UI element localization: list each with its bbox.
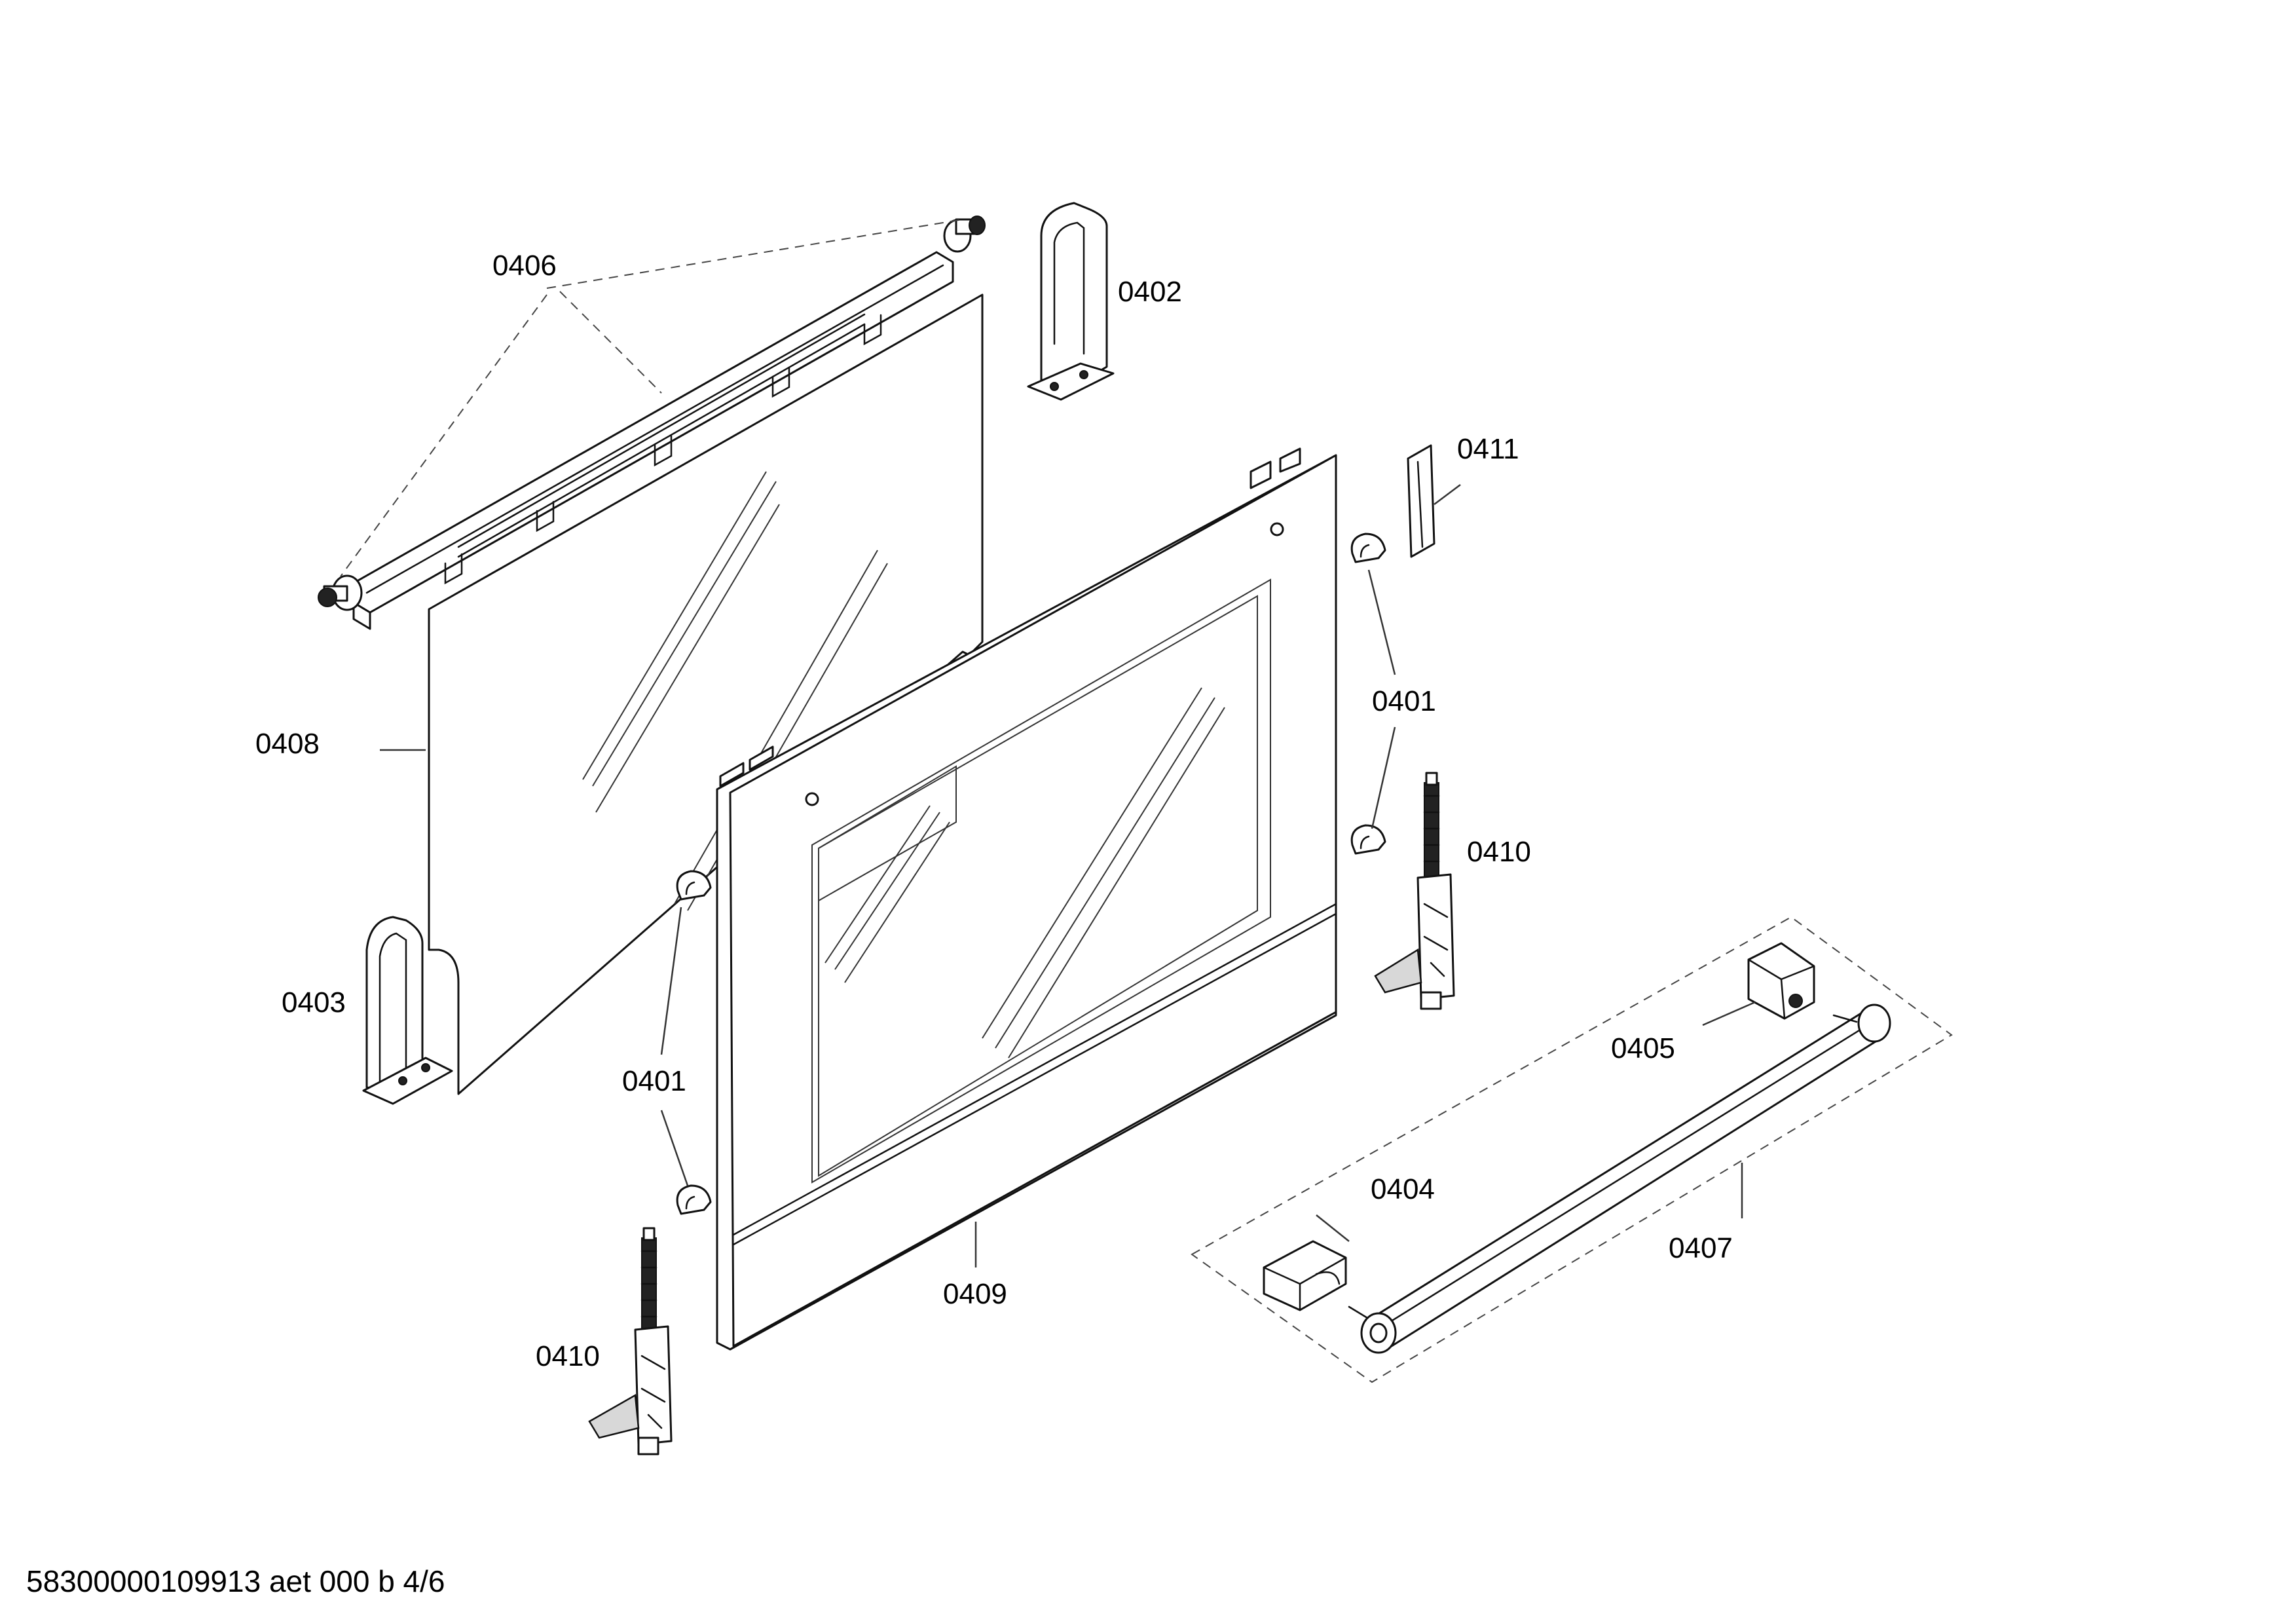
part-0401-buffer-mid-right[interactable]	[1350, 824, 1386, 855]
part-0409-door-front[interactable]	[716, 447, 1337, 1351]
callout-0406: 0406	[492, 250, 557, 282]
handle-assembly-enclosure	[1191, 916, 1953, 1383]
callout-0405: 0405	[1611, 1032, 1675, 1064]
part-0401-buffer-mid-left[interactable]	[676, 870, 712, 901]
callout-0410-left: 0410	[536, 1340, 600, 1372]
part-0401-buffer-top-right[interactable]	[1350, 533, 1386, 563]
part-0405-handle-cap-right[interactable]	[1747, 942, 1815, 1020]
part-0406-top-rail[interactable]	[318, 216, 986, 630]
document-id: 58300000109913 aet 000 b 4/6	[26, 1564, 445, 1598]
callout-0411: 0411	[1457, 433, 1519, 465]
callout-0408: 0408	[255, 728, 320, 760]
callout-0410-right: 0410	[1467, 836, 1531, 868]
part-0404-handle-cap-left[interactable]	[1263, 1240, 1347, 1311]
part-0410-hinge-right[interactable]	[1374, 772, 1455, 1010]
rail-end-cap-left	[318, 574, 363, 611]
part-0407-handle-bar[interactable]	[1348, 1004, 1891, 1354]
callout-0401-left: 0401	[622, 1065, 686, 1097]
callout-lines-0406	[340, 219, 963, 577]
part-0410-hinge-left[interactable]	[588, 1227, 673, 1455]
callout-0407: 0407	[1669, 1232, 1733, 1264]
callout-0401-right: 0401	[1372, 685, 1436, 717]
callout-labels: 0406 0402 0411 0408 0401 0410 0403 0405 …	[255, 250, 1733, 1372]
part-0403-hinge-bracket[interactable]	[362, 916, 453, 1105]
rail-end-cap-right	[943, 216, 986, 253]
callout-0402: 0402	[1118, 276, 1182, 308]
part-0402-hinge-bracket[interactable]	[1027, 202, 1115, 401]
callout-0409: 0409	[943, 1278, 1007, 1310]
part-0401-buffer-bottom-left[interactable]	[676, 1184, 712, 1215]
callout-0403: 0403	[282, 986, 346, 1019]
leader-lines	[380, 484, 1756, 1267]
part-0411-strip[interactable]	[1407, 444, 1435, 558]
callout-0404: 0404	[1371, 1173, 1435, 1205]
